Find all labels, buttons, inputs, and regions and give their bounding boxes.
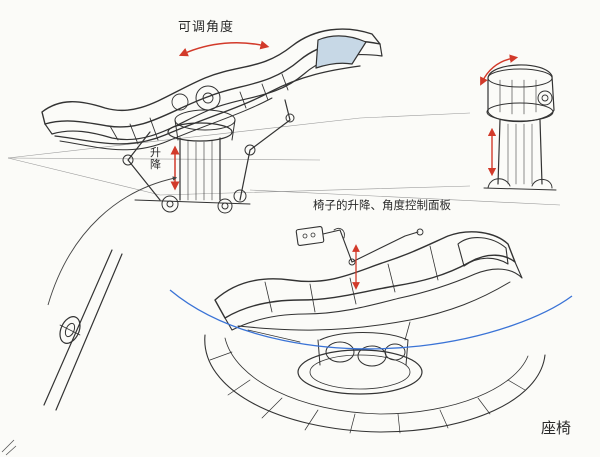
column-detail — [483, 64, 557, 191]
seat-frame-rail — [54, 65, 361, 145]
angle-label: 可调角度 — [178, 20, 235, 35]
head-screen — [315, 35, 367, 69]
lower-seat-shell — [214, 231, 516, 319]
joint-detail — [43, 249, 123, 411]
control-arm — [322, 229, 419, 263]
control-panel-label: 椅子的升降、角度控制面板 — [313, 198, 451, 212]
lift-label: 升降 — [150, 146, 161, 171]
upper-seat-assembly — [41, 28, 383, 214]
front-leg — [127, 131, 161, 201]
perspective-guides — [7, 112, 561, 206]
angle-arrow — [178, 40, 270, 57]
blue-reference-arc — [169, 289, 573, 350]
rotation-arrow-detail — [480, 54, 519, 86]
sheet-title: 座椅 — [541, 419, 572, 437]
control-panel — [295, 225, 325, 247]
reference-arc — [47, 176, 178, 306]
rear-leg — [239, 99, 291, 201]
lower-seat-assembly — [204, 225, 546, 434]
platform-floor — [204, 334, 546, 433]
headrest — [457, 237, 509, 267]
